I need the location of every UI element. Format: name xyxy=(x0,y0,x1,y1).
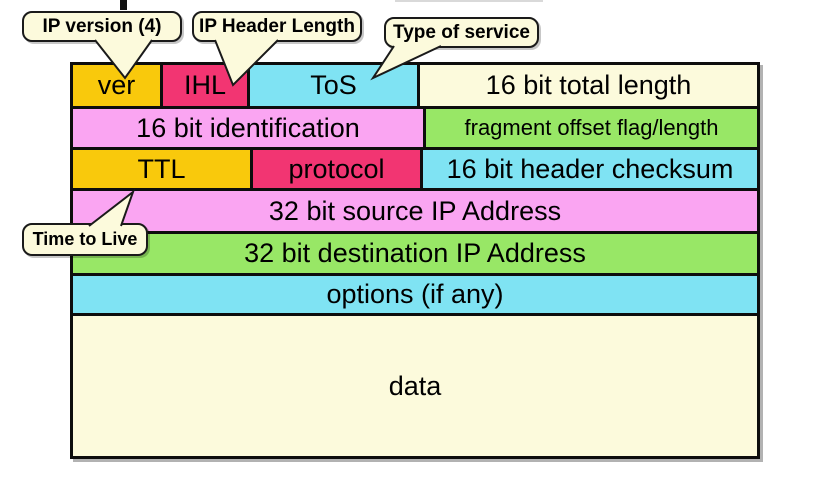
cell-identification: 16 bit identification xyxy=(73,109,423,147)
cell-header-checksum: 16 bit header checksum xyxy=(420,150,757,188)
callout-type-of-service-label: Type of service xyxy=(393,21,530,43)
ip-header-diagram: ver IHL ToS 16 bit total length 16 bit i… xyxy=(70,62,760,459)
cell-data: data xyxy=(73,316,757,456)
header-row-5: 32 bit destination IP Address xyxy=(73,231,757,273)
cell-destination-address: 32 bit destination IP Address xyxy=(73,234,757,273)
header-row-2: 16 bit identification fragment offset fl… xyxy=(73,106,757,147)
cell-ttl: TTL xyxy=(73,150,250,188)
cell-tos: ToS xyxy=(247,65,417,106)
cropped-title-artifact xyxy=(120,0,127,10)
cell-fragment-offset: fragment offset flag/length xyxy=(423,109,757,147)
header-row-3: TTL protocol 16 bit header checksum xyxy=(73,147,757,188)
cell-options: options (if any) xyxy=(73,276,757,313)
cell-protocol: protocol xyxy=(250,150,420,188)
callout-type-of-service: Type of service xyxy=(384,17,539,48)
callout-ip-header-length: IP Header Length xyxy=(192,11,362,42)
callout-ip-version: IP version (4) xyxy=(22,11,182,42)
cell-total-length: 16 bit total length xyxy=(417,65,757,106)
callout-ip-version-label: IP version (4) xyxy=(42,15,162,37)
header-row-1: ver IHL ToS 16 bit total length xyxy=(73,65,757,106)
callout-time-to-live: Time to Live xyxy=(22,223,148,256)
header-row-6: options (if any) xyxy=(73,273,757,313)
header-row-7: data xyxy=(73,313,757,456)
callout-ip-header-length-label: IP Header Length xyxy=(199,15,355,37)
cell-source-address: 32 bit source IP Address xyxy=(73,191,757,231)
header-row-4: 32 bit source IP Address xyxy=(73,188,757,231)
cell-version: ver xyxy=(73,65,160,106)
cell-ihl: IHL xyxy=(160,65,247,106)
cropped-edge-artifact xyxy=(395,0,543,2)
callout-time-to-live-label: Time to Live xyxy=(32,229,138,249)
